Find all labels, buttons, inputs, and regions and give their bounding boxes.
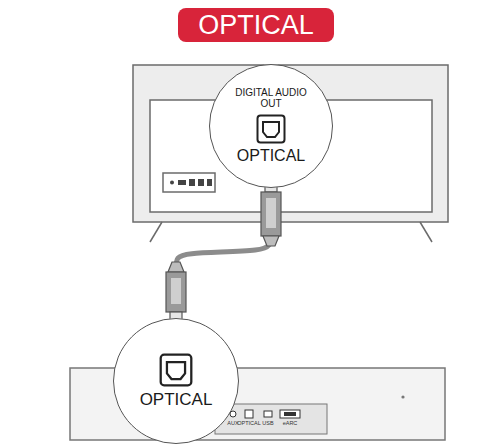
port-label: OPTICAL (237, 421, 261, 427)
tv-drawing (133, 65, 448, 242)
port-name: OPTICAL (237, 147, 305, 165)
port-name: OPTICAL (140, 390, 213, 410)
port-label: AUX (227, 421, 238, 427)
title-banner: OPTICAL (178, 8, 334, 42)
port-caption: DIGITAL AUDIO OUT (231, 87, 311, 110)
optical-cable (176, 188, 271, 318)
banner-title: OPTICAL (198, 12, 314, 39)
port-magnifier-circle: DIGITAL AUDIO OUT OPTICAL (209, 64, 333, 188)
port-label: USB (262, 421, 273, 427)
optical-port-icon (159, 353, 193, 387)
soundbar-plug (166, 262, 186, 326)
port-magnifier-circle: OPTICAL (113, 318, 239, 444)
port-label: eARC (283, 421, 298, 427)
optical-port-icon (256, 114, 286, 144)
